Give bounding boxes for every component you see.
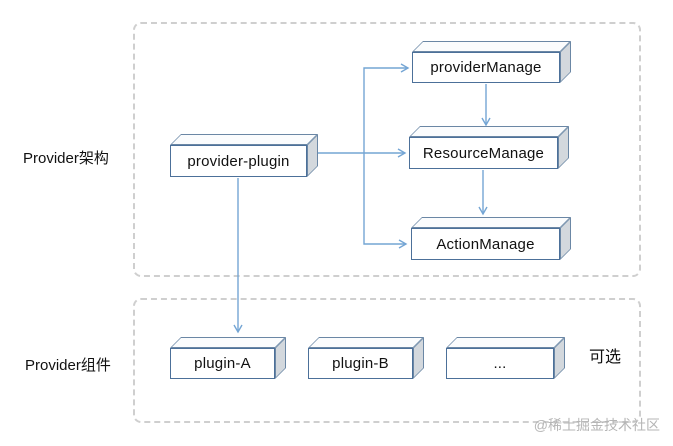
node-label: ...: [446, 348, 554, 379]
node-top-face: [411, 217, 571, 228]
node-label: plugin-B: [308, 348, 413, 379]
node-label: ResourceManage: [409, 137, 558, 169]
node-label: plugin-A: [170, 348, 275, 379]
components-group-frame: [133, 298, 641, 423]
node-label: ActionManage: [411, 228, 560, 260]
watermark-text: @稀土掘金技术社区: [533, 417, 660, 433]
node-action-manage: ActionManage: [411, 217, 571, 260]
node-plugin-b: plugin-B: [308, 337, 424, 379]
node-top-face: [446, 337, 565, 348]
node-top-face: [412, 41, 571, 52]
architecture-group-frame: [133, 22, 641, 277]
section-label-components: Provider组件: [25, 357, 111, 374]
node-label: provider-plugin: [170, 145, 307, 177]
node-plugin-more: ...: [446, 337, 565, 379]
node-top-face: [170, 134, 318, 145]
node-top-face: [170, 337, 286, 348]
connector-plugin-to-action-manage: [363, 153, 408, 249]
optional-label: 可选: [589, 349, 622, 366]
connector-plugin-to-provider-manage: [363, 63, 410, 153]
node-top-face: [409, 126, 569, 137]
node-provider-plugin: provider-plugin: [170, 134, 318, 177]
node-provider-manage: providerManage: [412, 41, 571, 83]
section-label-architecture: Provider架构: [23, 150, 109, 167]
node-plugin-a: plugin-A: [170, 337, 286, 379]
node-resource-manage: ResourceManage: [409, 126, 569, 169]
node-top-face: [308, 337, 424, 348]
node-label: providerManage: [412, 52, 560, 83]
